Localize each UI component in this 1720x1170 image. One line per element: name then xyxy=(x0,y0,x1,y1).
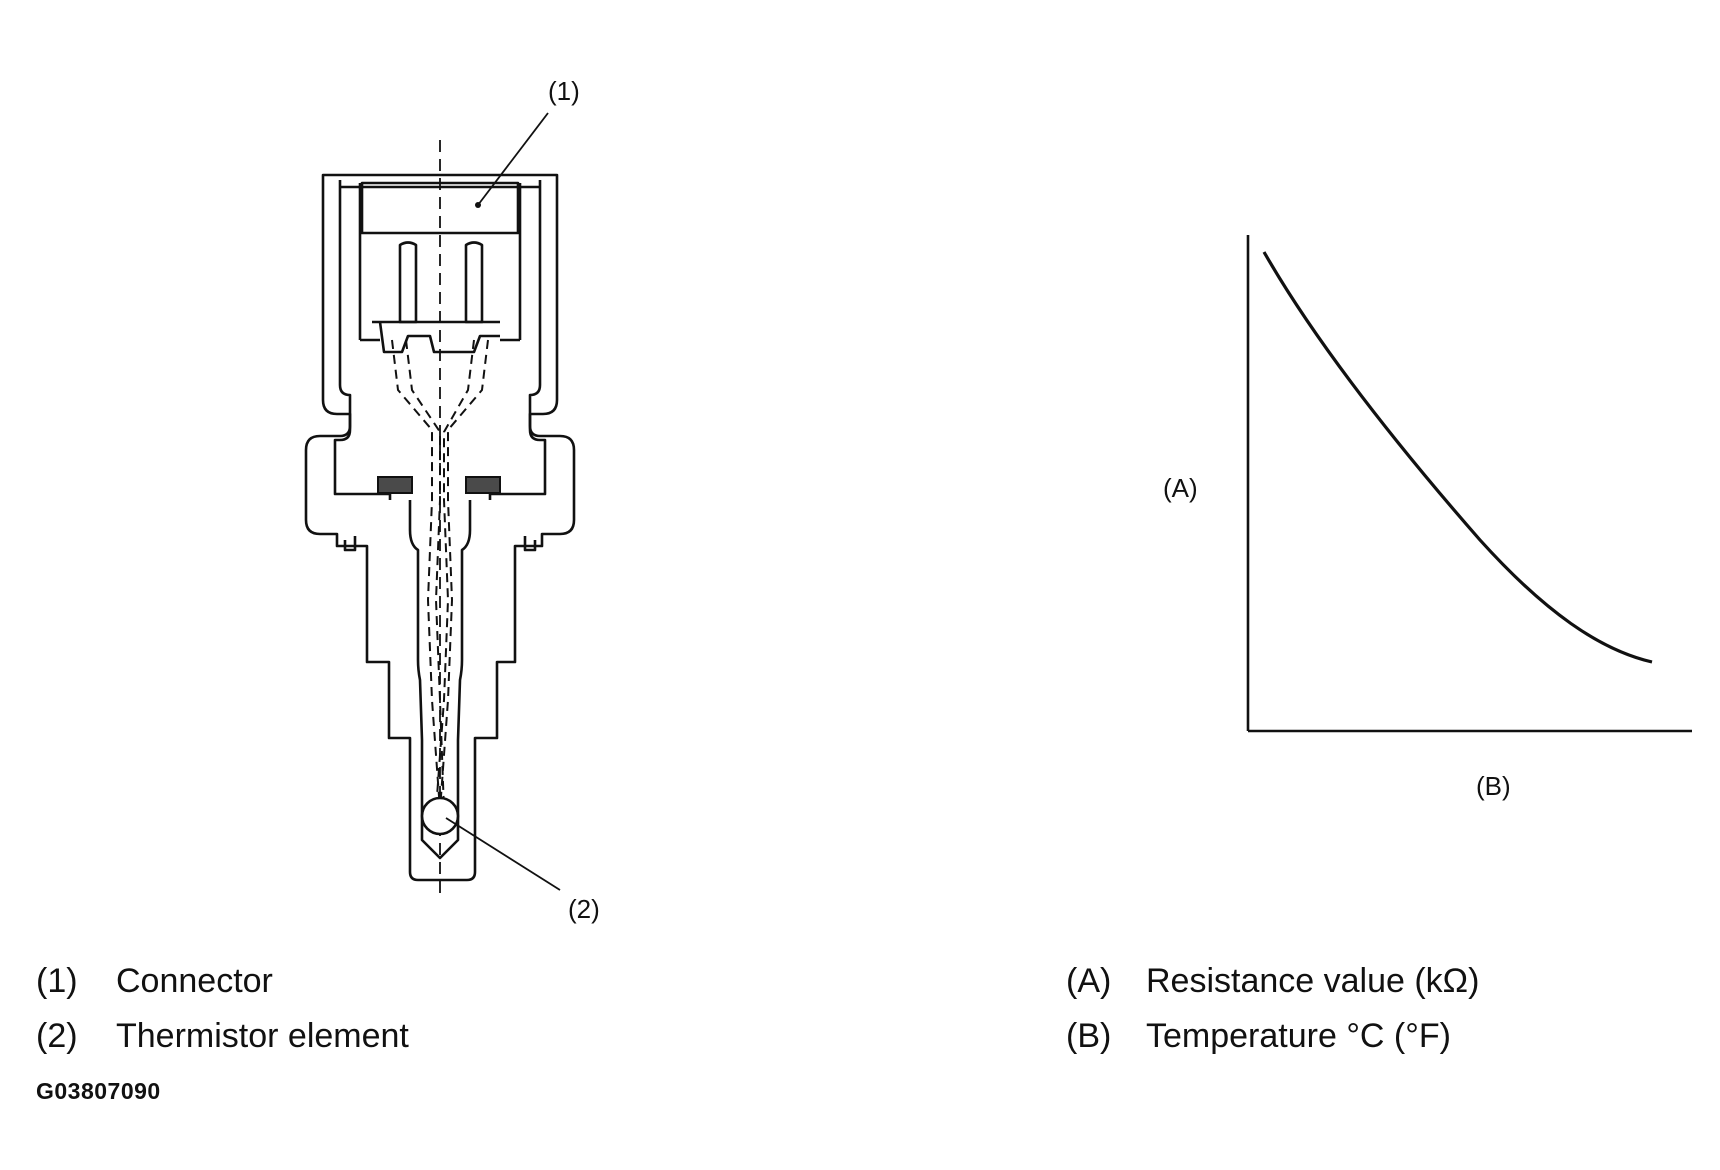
terminal-pin-right xyxy=(464,241,484,324)
legend-key: (B) xyxy=(1066,1017,1112,1055)
sensor-housing-outline xyxy=(304,173,576,882)
leader-line-1 xyxy=(477,112,549,206)
axis-label-a: (A) xyxy=(1163,473,1198,503)
stem-bore xyxy=(408,500,472,860)
thermistor-element-circle xyxy=(420,796,460,836)
stem-outer-detail xyxy=(343,536,537,552)
inner-cavity xyxy=(333,400,547,500)
lead-wire-2 xyxy=(405,339,445,811)
connector-socket xyxy=(338,180,542,400)
connector-inner-wall xyxy=(358,183,522,342)
legend-item-connector: (1) Connector xyxy=(36,961,273,1001)
legend-text: Thermistor element xyxy=(116,1017,409,1055)
sensor-cross-section xyxy=(304,173,576,882)
legend-text: Resistance value (kΩ) xyxy=(1146,962,1480,1000)
legend-key: (A) xyxy=(1066,962,1112,1000)
leader-dot-1 xyxy=(475,202,481,208)
terminal-base xyxy=(372,320,500,354)
terminal-pin-left xyxy=(398,241,418,324)
seal-right xyxy=(465,476,501,494)
legend-text: Connector xyxy=(116,962,273,1000)
callout-label-2: (2) xyxy=(568,894,600,924)
resistance-curve xyxy=(1262,251,1653,664)
legend-item-resistance: (A) Resistance value (kΩ) xyxy=(1066,961,1479,1001)
lead-wire-1 xyxy=(391,339,441,811)
callout-label-1: (1) xyxy=(548,76,580,106)
legend-text: Temperature °C (°F) xyxy=(1146,1017,1451,1055)
callout-connector: (1) xyxy=(475,76,580,208)
lead-wire-4 xyxy=(435,339,475,811)
legend-key: (1) xyxy=(36,962,78,1000)
legend-key: (2) xyxy=(36,1017,78,1055)
seal-rings xyxy=(377,476,501,494)
legend-item-thermistor: (2) Thermistor element xyxy=(36,1016,409,1056)
seal-left xyxy=(377,476,413,494)
lead-wire-3 xyxy=(439,339,489,811)
leader-line-2 xyxy=(445,817,561,891)
figure-code: G03807090 xyxy=(36,1078,161,1104)
resistance-temperature-graph: (A) (B) xyxy=(1163,235,1692,801)
axis-label-b: (B) xyxy=(1476,771,1511,801)
legend-item-temperature: (B) Temperature °C (°F) xyxy=(1066,1016,1451,1056)
callout-thermistor: (2) xyxy=(445,817,600,924)
